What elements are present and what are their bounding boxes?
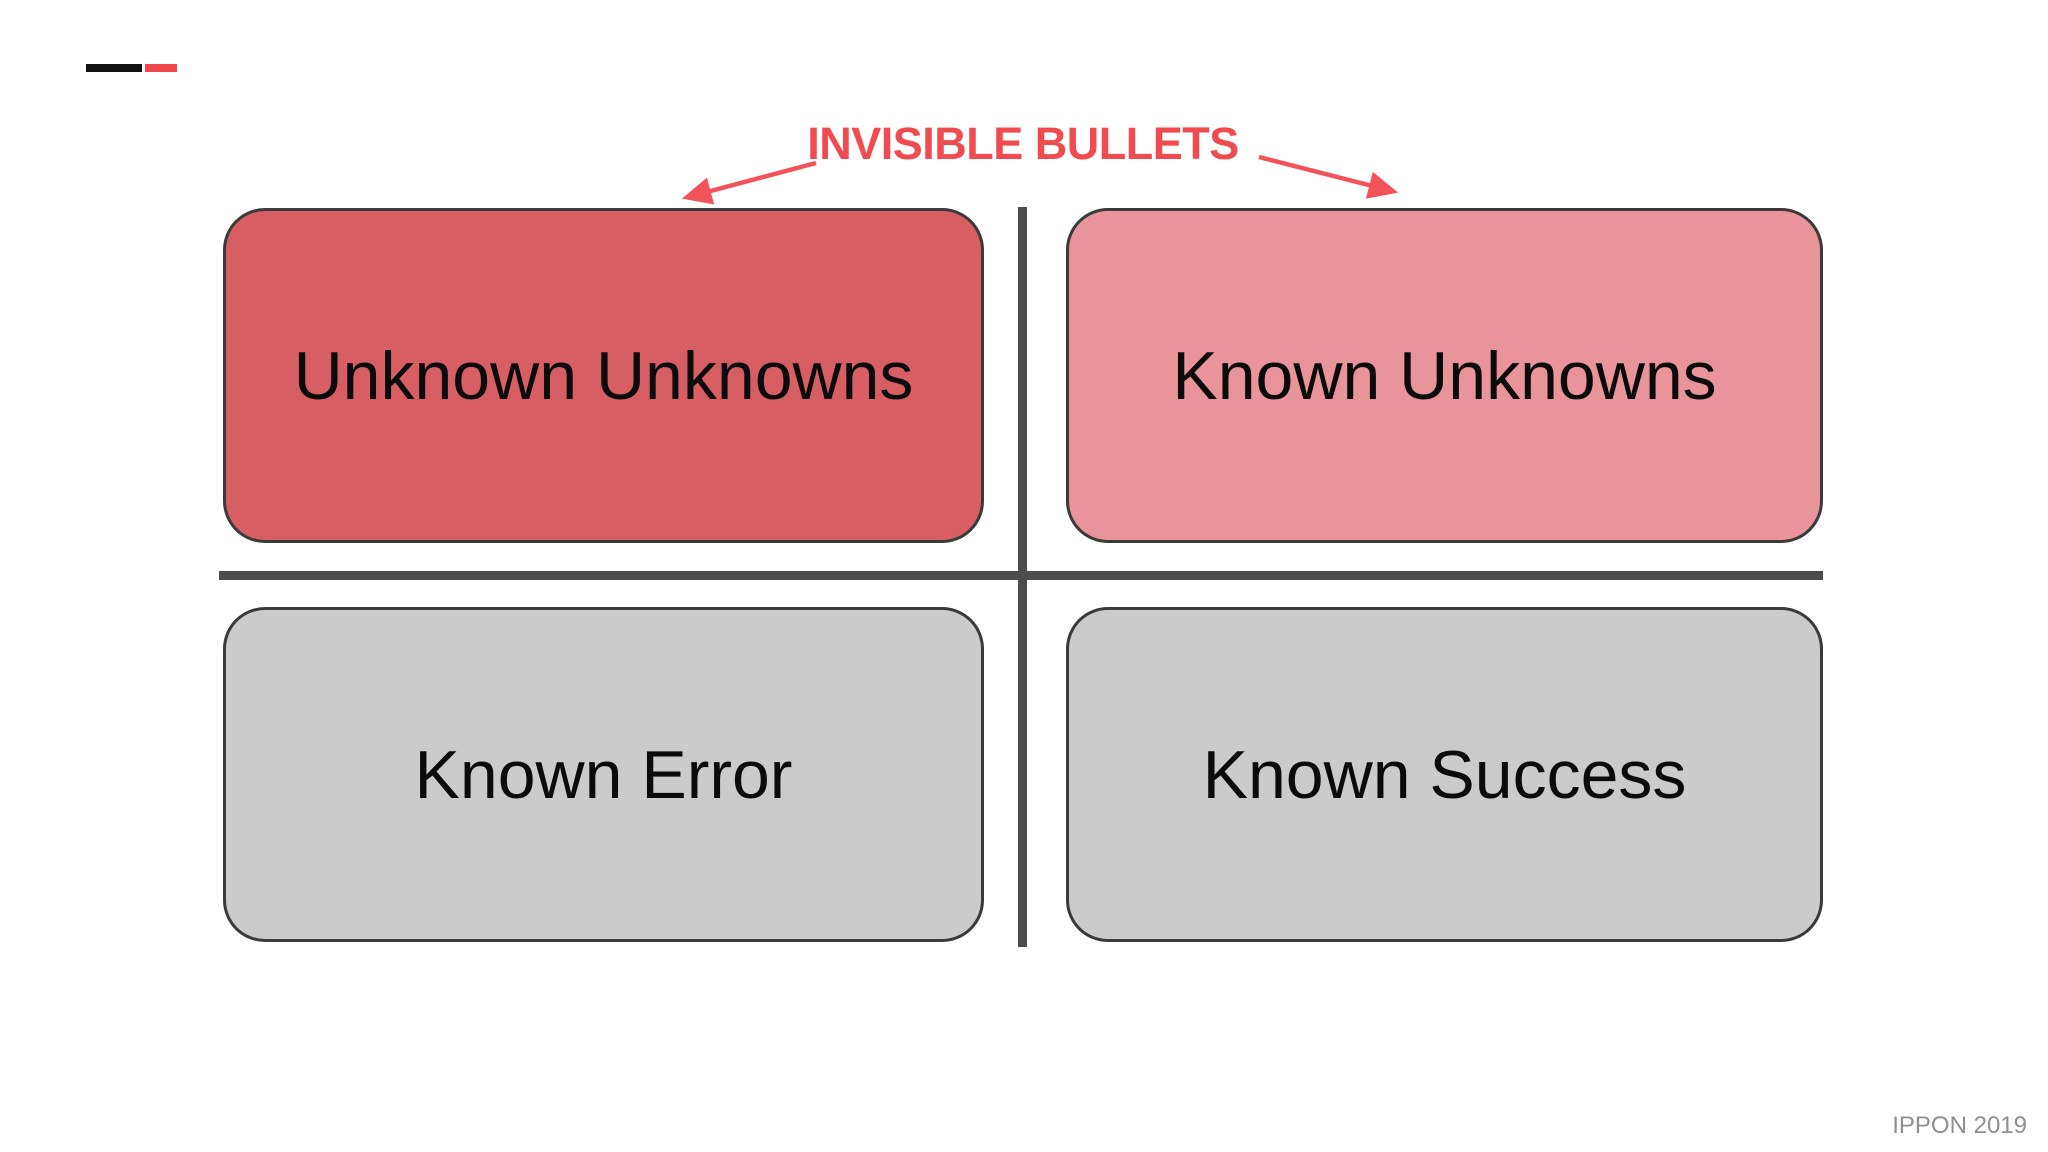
logo [86,64,177,72]
logo-black-dash-icon [86,64,142,72]
quadrant-unknown-unknowns: Unknown Unknowns [223,208,984,543]
quadrant-label: Known Success [1202,736,1687,813]
logo-red-dash-icon [145,64,177,72]
annotation-title: INVISIBLE BULLETS [807,118,1239,169]
quadrant-known-error: Known Error [223,607,984,942]
quadrant-known-success: Known Success [1066,607,1823,942]
quadrant-known-unknowns: Known Unknowns [1066,208,1823,543]
footer-credit: IPPON 2019 [1892,1112,2027,1139]
quadrant-label: Unknown Unknowns [293,337,914,414]
matrix-vertical-divider [1018,207,1027,947]
quadrant-label: Known Unknowns [1172,337,1717,414]
quadrant-label: Known Error [414,736,793,813]
